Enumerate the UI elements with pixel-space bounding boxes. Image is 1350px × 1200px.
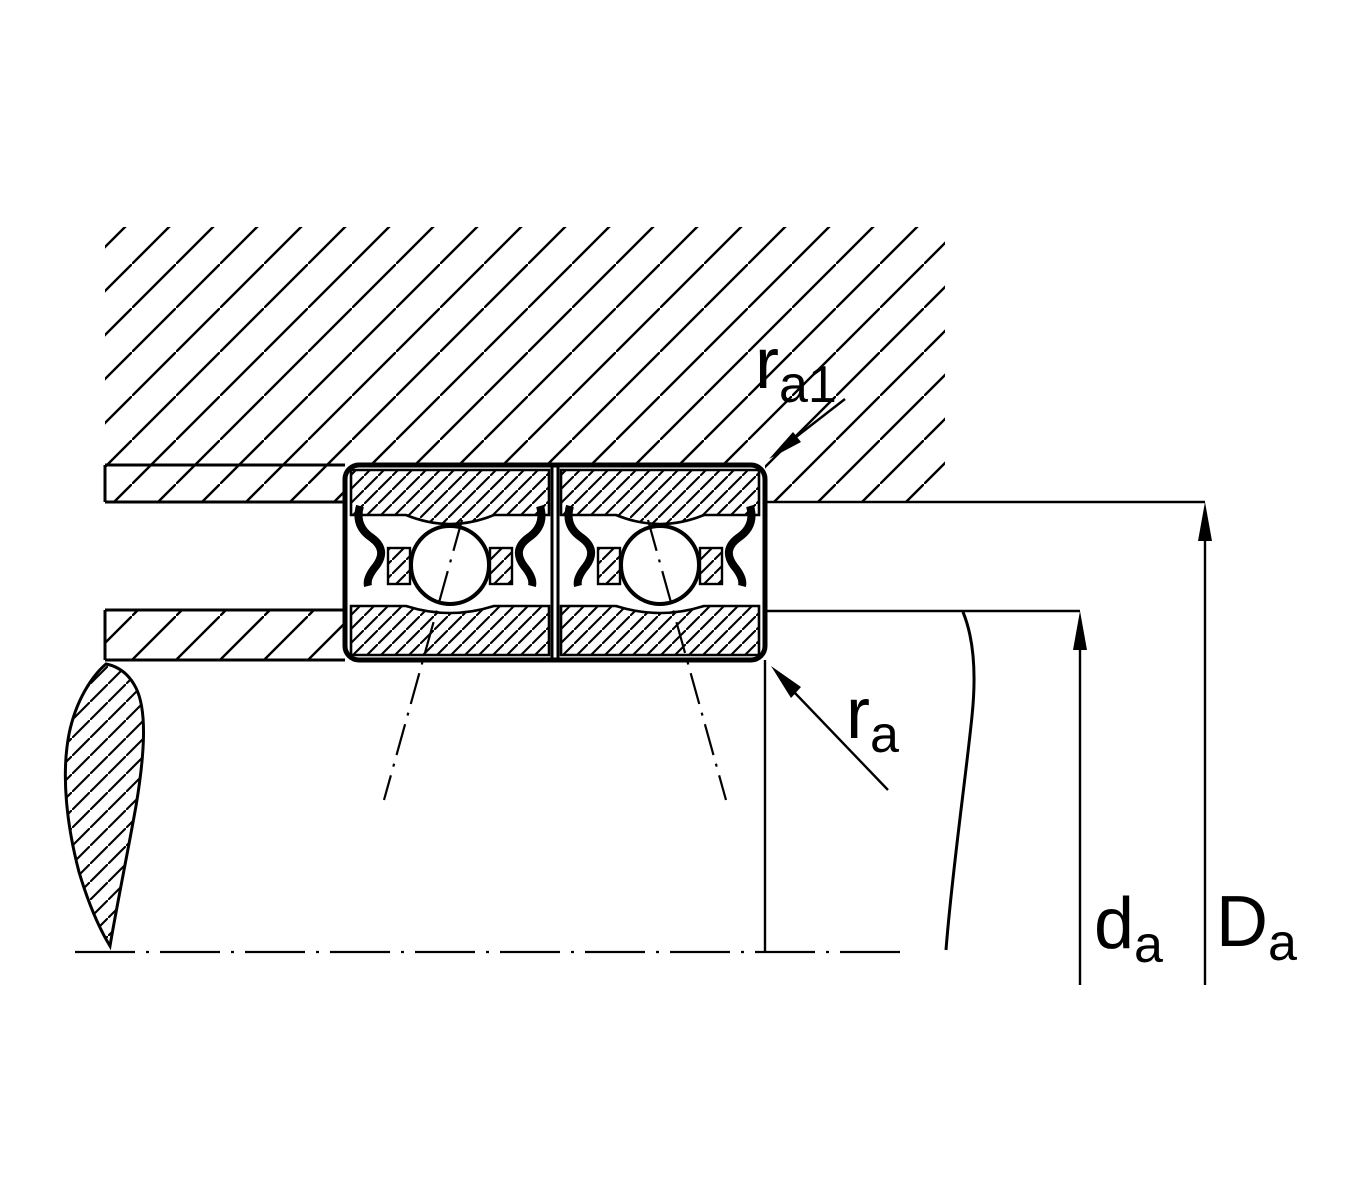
bearing-2 bbox=[559, 468, 761, 657]
bearing-outline bbox=[342, 462, 768, 663]
cage bbox=[596, 546, 622, 586]
outer-ring bbox=[349, 468, 551, 526]
shaft-shoulder-right bbox=[944, 611, 976, 951]
label-da-base: d bbox=[1094, 884, 1135, 964]
label-ra1-base: r bbox=[755, 324, 779, 404]
leader-line bbox=[794, 692, 889, 791]
seal bbox=[354, 504, 386, 587]
leader-ra bbox=[771, 666, 889, 791]
bearing-pair bbox=[342, 462, 768, 663]
leader-line bbox=[795, 398, 846, 438]
cage bbox=[698, 546, 724, 586]
label-Da: Da bbox=[1216, 886, 1297, 969]
label-ra1-subscript: a1 bbox=[778, 356, 837, 414]
dimension-Da bbox=[1198, 502, 1212, 985]
arrowhead-icon bbox=[771, 666, 801, 698]
shaft-hatch bbox=[105, 610, 345, 660]
arrowhead-icon bbox=[769, 432, 801, 459]
shaft-shoulder-left bbox=[63, 662, 145, 951]
ball bbox=[619, 524, 701, 606]
inner-ring bbox=[349, 604, 551, 657]
outer-ring bbox=[559, 468, 761, 526]
cage bbox=[488, 546, 514, 586]
shaft-section bbox=[103, 608, 345, 662]
cage bbox=[386, 546, 412, 586]
label-ra: ra bbox=[846, 678, 899, 761]
contact-angle-line-left bbox=[382, 519, 464, 801]
housing-bore-edges bbox=[103, 463, 345, 504]
label-ra-base: r bbox=[846, 674, 870, 754]
shaft-edges bbox=[103, 608, 345, 662]
housing-section bbox=[103, 227, 945, 504]
label-ra-subscript: a bbox=[869, 706, 899, 764]
label-Da-base: D bbox=[1216, 882, 1268, 962]
housing-hatch bbox=[105, 227, 945, 502]
bearing-1 bbox=[349, 468, 551, 657]
label-da-subscript: a bbox=[1134, 916, 1163, 974]
label-Da-subscript: a bbox=[1268, 914, 1297, 972]
arrowhead-up-icon bbox=[1198, 502, 1212, 541]
label-da: da bbox=[1094, 888, 1163, 971]
bearing-abutment-lines bbox=[550, 465, 560, 660]
contact-angle-line-right bbox=[646, 519, 728, 801]
arrowhead-up-icon bbox=[1073, 611, 1087, 650]
label-ra1: ra1 bbox=[755, 328, 837, 411]
leader-ra1 bbox=[769, 398, 846, 459]
seal bbox=[514, 504, 546, 587]
inner-ring bbox=[559, 604, 761, 657]
seal bbox=[724, 504, 756, 587]
dimension-da bbox=[1073, 611, 1087, 985]
seal bbox=[564, 504, 596, 587]
ball bbox=[409, 524, 491, 606]
